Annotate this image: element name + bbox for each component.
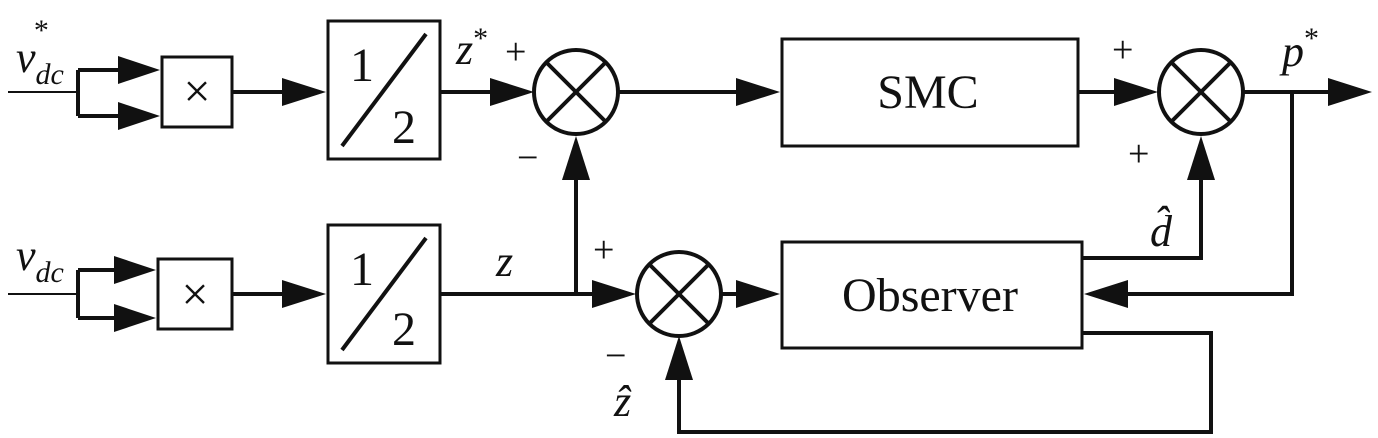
observer-label: Observer — [842, 269, 1018, 322]
signal-label-z-hat: ẑ — [613, 377, 632, 426]
arrowhead-mult1-b — [118, 102, 160, 130]
summing-junction-2 — [1157, 48, 1245, 136]
multiply-symbol-bottom: × — [181, 268, 208, 321]
multiply-symbol: × — [183, 65, 210, 118]
wire-dhat — [1082, 180, 1203, 260]
half-gain-numerator-bottom: 1 — [350, 243, 374, 296]
sum2-sign-plus-left: + — [1112, 29, 1133, 71]
sum1-sign-minus: − — [517, 137, 538, 179]
arrowhead-observer-in — [736, 280, 780, 308]
arrowhead-sum3-bottom — [665, 336, 693, 380]
wire-pstar-feedback — [1128, 92, 1294, 296]
half-gain-denominator-bottom: 2 — [392, 303, 416, 356]
input-label-vdc-ref: vdc* — [16, 14, 64, 91]
summing-junction-3 — [635, 250, 723, 338]
arrowhead-sum1-in — [490, 78, 534, 106]
summing-junction-1 — [532, 48, 620, 136]
sum1-sign-plus: + — [505, 31, 526, 73]
arrowhead-half2 — [282, 280, 326, 308]
arrowhead-output — [1328, 78, 1372, 106]
input-label-vdc: vdc — [16, 231, 64, 289]
multiplier-block-bottom — [156, 257, 234, 331]
half-gain-denominator: 2 — [392, 101, 416, 154]
half-gain-slash-bottom — [340, 236, 428, 352]
arrowhead-mult1-a — [118, 56, 160, 84]
sum2-sign-plus-bottom: + — [1128, 133, 1149, 175]
signal-label-p-star: p* — [1279, 22, 1319, 76]
sum3-sign-minus: − — [605, 335, 626, 377]
smc-block — [780, 37, 1080, 148]
sum3-sign-plus: + — [593, 229, 614, 271]
signal-label-z: z — [495, 237, 513, 286]
arrowhead-smc-in — [736, 78, 780, 106]
arrowhead-half1 — [282, 78, 326, 106]
arrowhead-observer-feedback — [1084, 280, 1128, 308]
arrowhead-mult2-b — [114, 304, 156, 332]
arrowhead-sum2-in — [1114, 78, 1158, 106]
signal-label-d-hat: d̂ — [1150, 206, 1173, 256]
arrowhead-sum3-in — [592, 280, 636, 308]
wire-split-top — [76, 68, 118, 118]
arrowhead-sum1-bottom — [562, 136, 590, 180]
half-gain-slash — [340, 32, 428, 148]
arrowhead-sum2-bottom — [1187, 136, 1215, 180]
wire-split-bottom — [76, 268, 114, 320]
wire-zhat-loop — [677, 331, 1213, 434]
smc-label: SMC — [877, 66, 978, 119]
signal-label-z-star: z* — [455, 22, 488, 74]
arrowhead-mult2-a — [114, 256, 156, 284]
observer-block — [780, 240, 1084, 350]
half-gain-numerator: 1 — [350, 39, 374, 92]
